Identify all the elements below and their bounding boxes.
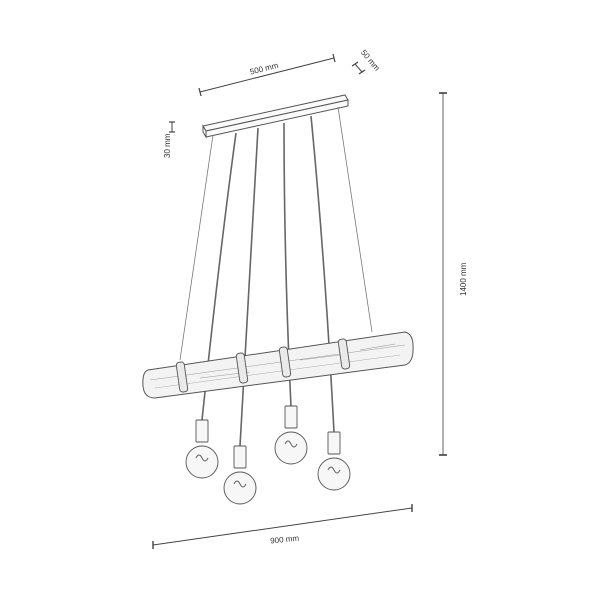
ceiling-canopy (202, 94, 349, 139)
wooden-beam (142, 331, 414, 399)
label-canopy-height: 30 mm (163, 133, 172, 158)
label-canopy-length: 500 mm (249, 61, 280, 77)
label-total-height: 1400 mm (459, 262, 468, 296)
dimension-canopy-length: 500 mm (198, 53, 336, 97)
beam-clamps (175, 338, 351, 393)
bulb-3 (274, 405, 308, 465)
dimension-canopy-depth: 50 mm (351, 48, 382, 75)
support-wires (179, 106, 373, 361)
label-beam-length: 900 mm (270, 534, 300, 546)
bulb-2 (223, 445, 257, 505)
bulb-4 (317, 431, 351, 491)
dimension-canopy-height: 30 mm (163, 121, 175, 158)
power-cables (201, 115, 335, 447)
bulb-1 (185, 419, 219, 479)
label-canopy-depth: 50 mm (359, 48, 382, 73)
dimension-total-height: 1400 mm (439, 92, 468, 456)
dimension-beam-length: 900 mm (152, 504, 413, 549)
